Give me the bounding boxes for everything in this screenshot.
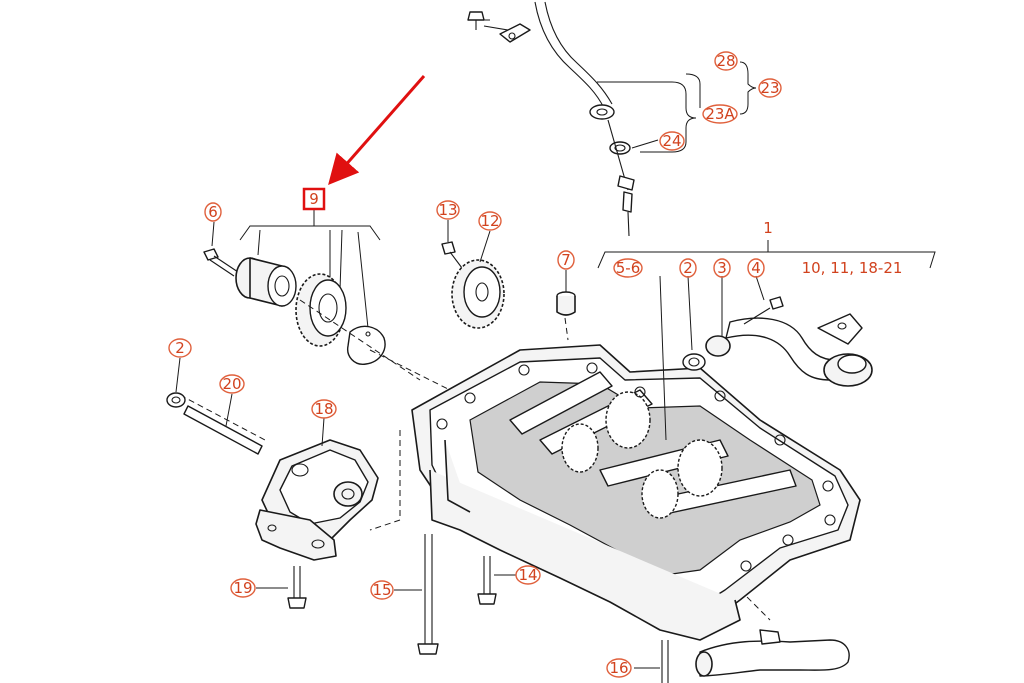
callout-6: 6 xyxy=(204,202,222,222)
callout-20: 20 xyxy=(219,374,245,394)
callout-15: 15 xyxy=(370,580,394,600)
callout-12-label: 12 xyxy=(480,212,499,230)
callout-23-label: 23 xyxy=(760,79,779,97)
callout-16: 16 xyxy=(606,658,632,678)
callout-5-6-label: 5-6 xyxy=(616,259,641,277)
callout-23: 23 xyxy=(758,78,782,98)
oil-pickup-pipe xyxy=(682,296,873,387)
callout-3: 3 xyxy=(713,258,731,278)
callout-13-label: 13 xyxy=(438,201,457,219)
bolt-14 xyxy=(477,556,497,605)
callout-20-label: 20 xyxy=(222,375,241,393)
callout-12: 12 xyxy=(478,211,502,231)
dipstick-assembly xyxy=(467,1,635,237)
callout-4: 4 xyxy=(747,258,765,278)
balance-gear-group xyxy=(203,248,386,365)
callout-3-label: 3 xyxy=(717,259,727,277)
callout-24-label: 24 xyxy=(662,132,681,150)
balance-shaft-module xyxy=(411,344,861,641)
alignment-lines xyxy=(179,299,771,621)
callout-19-label: 19 xyxy=(233,579,252,597)
callout-10-11-18-21-label: 10, 11, 18-21 xyxy=(802,259,903,277)
callout-6-label: 6 xyxy=(208,203,218,221)
sleeve-7 xyxy=(556,291,576,316)
callout-7-label: 7 xyxy=(561,251,571,269)
callout-21-label: 2 xyxy=(175,339,185,357)
callout-1: 1 xyxy=(763,219,773,237)
callout-4-label: 4 xyxy=(751,259,761,277)
callout-14-label: 14 xyxy=(518,566,537,584)
callout-15-label: 15 xyxy=(372,581,391,599)
callout-7: 7 xyxy=(557,250,575,270)
callout-23A-label: 23A xyxy=(705,105,735,123)
bolt-16 xyxy=(661,640,669,683)
callout-16-label: 16 xyxy=(609,659,628,677)
callout-5-6: 5-6 xyxy=(613,258,643,278)
callout-19: 19 xyxy=(230,578,256,598)
callout-21: 2 xyxy=(168,338,192,358)
callout-2-top-label: 2 xyxy=(683,259,693,277)
callout-bracket-23 xyxy=(597,61,757,153)
callout-28-label: 28 xyxy=(716,52,735,70)
callout-14: 14 xyxy=(515,565,541,585)
callout-9-label: 9 xyxy=(309,190,319,208)
callout-28: 28 xyxy=(714,51,738,71)
highlight-arrow xyxy=(328,75,426,186)
callout-13: 13 xyxy=(436,200,460,220)
callout-10-11-18-21: 10, 11, 18-21 xyxy=(802,259,903,277)
callout-9: 9 xyxy=(302,187,326,211)
sprocket-12 xyxy=(441,241,505,329)
callout-18: 18 xyxy=(311,399,337,419)
highlight-box xyxy=(302,187,326,211)
callout-1-label: 1 xyxy=(763,219,773,237)
callout-bracket-9 xyxy=(239,210,381,329)
leader-lines xyxy=(175,19,765,669)
pump-shaft-20 xyxy=(166,392,263,455)
callout-2-top: 2 xyxy=(679,258,697,278)
oil-pump-18 xyxy=(255,439,379,561)
callout-23A: 23A xyxy=(702,104,738,124)
bolt-19 xyxy=(287,566,307,609)
oil-return-pipe xyxy=(695,629,850,677)
bolt-15 xyxy=(417,534,439,655)
callout-24: 24 xyxy=(659,131,685,151)
callout-18-label: 18 xyxy=(314,400,333,418)
callout-bracket-1 xyxy=(597,240,936,269)
